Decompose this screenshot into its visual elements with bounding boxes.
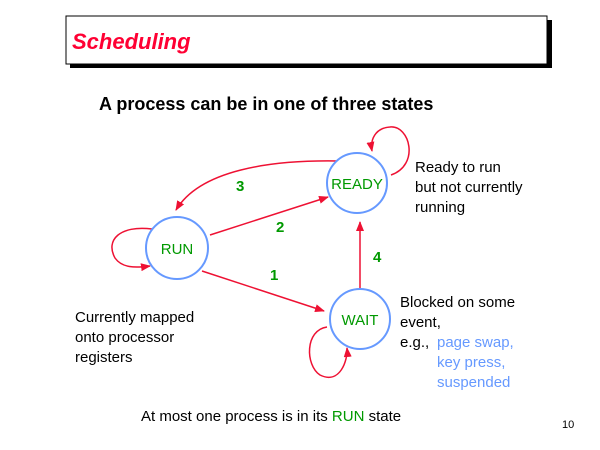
footer-note: At most one process is in its RUN state <box>141 408 401 425</box>
state-wait-circle <box>329 288 391 350</box>
wait-example: page swap, <box>437 334 514 351</box>
footer-prefix: At most one process is in its <box>141 408 328 425</box>
wait-note-line: event, <box>400 314 441 331</box>
page-number: 10 <box>562 419 574 431</box>
footer-suffix: state <box>369 408 402 425</box>
ready-note-line: Ready to run <box>415 159 501 176</box>
arrow-3-ready-to-run <box>175 160 338 211</box>
run-self-loop <box>111 227 153 272</box>
ready-note-line: running <box>415 199 465 216</box>
ready-note-line: but not currently <box>415 179 523 196</box>
transition-2-label: 2 <box>276 219 284 236</box>
transition-3-label: 3 <box>236 178 244 195</box>
wait-example: key press, <box>437 354 505 371</box>
wait-note-line: e.g., <box>400 334 429 351</box>
arrow-1-run-to-wait <box>201 270 325 312</box>
state-run-label: RUN <box>161 241 194 258</box>
run-note-line: registers <box>75 349 133 366</box>
transition-4-label: 4 <box>373 249 382 266</box>
title-box <box>65 15 548 65</box>
footer-highlight: RUN <box>332 408 365 425</box>
slide-title: Scheduling <box>72 29 191 54</box>
state-wait-label: WAIT <box>342 312 379 329</box>
run-note-line: Currently mapped <box>75 309 194 326</box>
run-note-line: onto processor <box>75 329 174 346</box>
state-ready-circle <box>326 152 388 214</box>
state-ready-label: READY <box>331 176 383 193</box>
ready-self-loop <box>366 126 410 176</box>
arrow-2-run-to-ready <box>209 195 329 236</box>
wait-self-loop <box>308 326 352 378</box>
wait-note-line: Blocked on some <box>400 294 515 311</box>
state-run-circle <box>145 216 209 280</box>
wait-example: suspended <box>437 374 510 391</box>
transition-1-label: 1 <box>270 267 278 284</box>
subtitle: A process can be in one of three states <box>99 94 433 114</box>
